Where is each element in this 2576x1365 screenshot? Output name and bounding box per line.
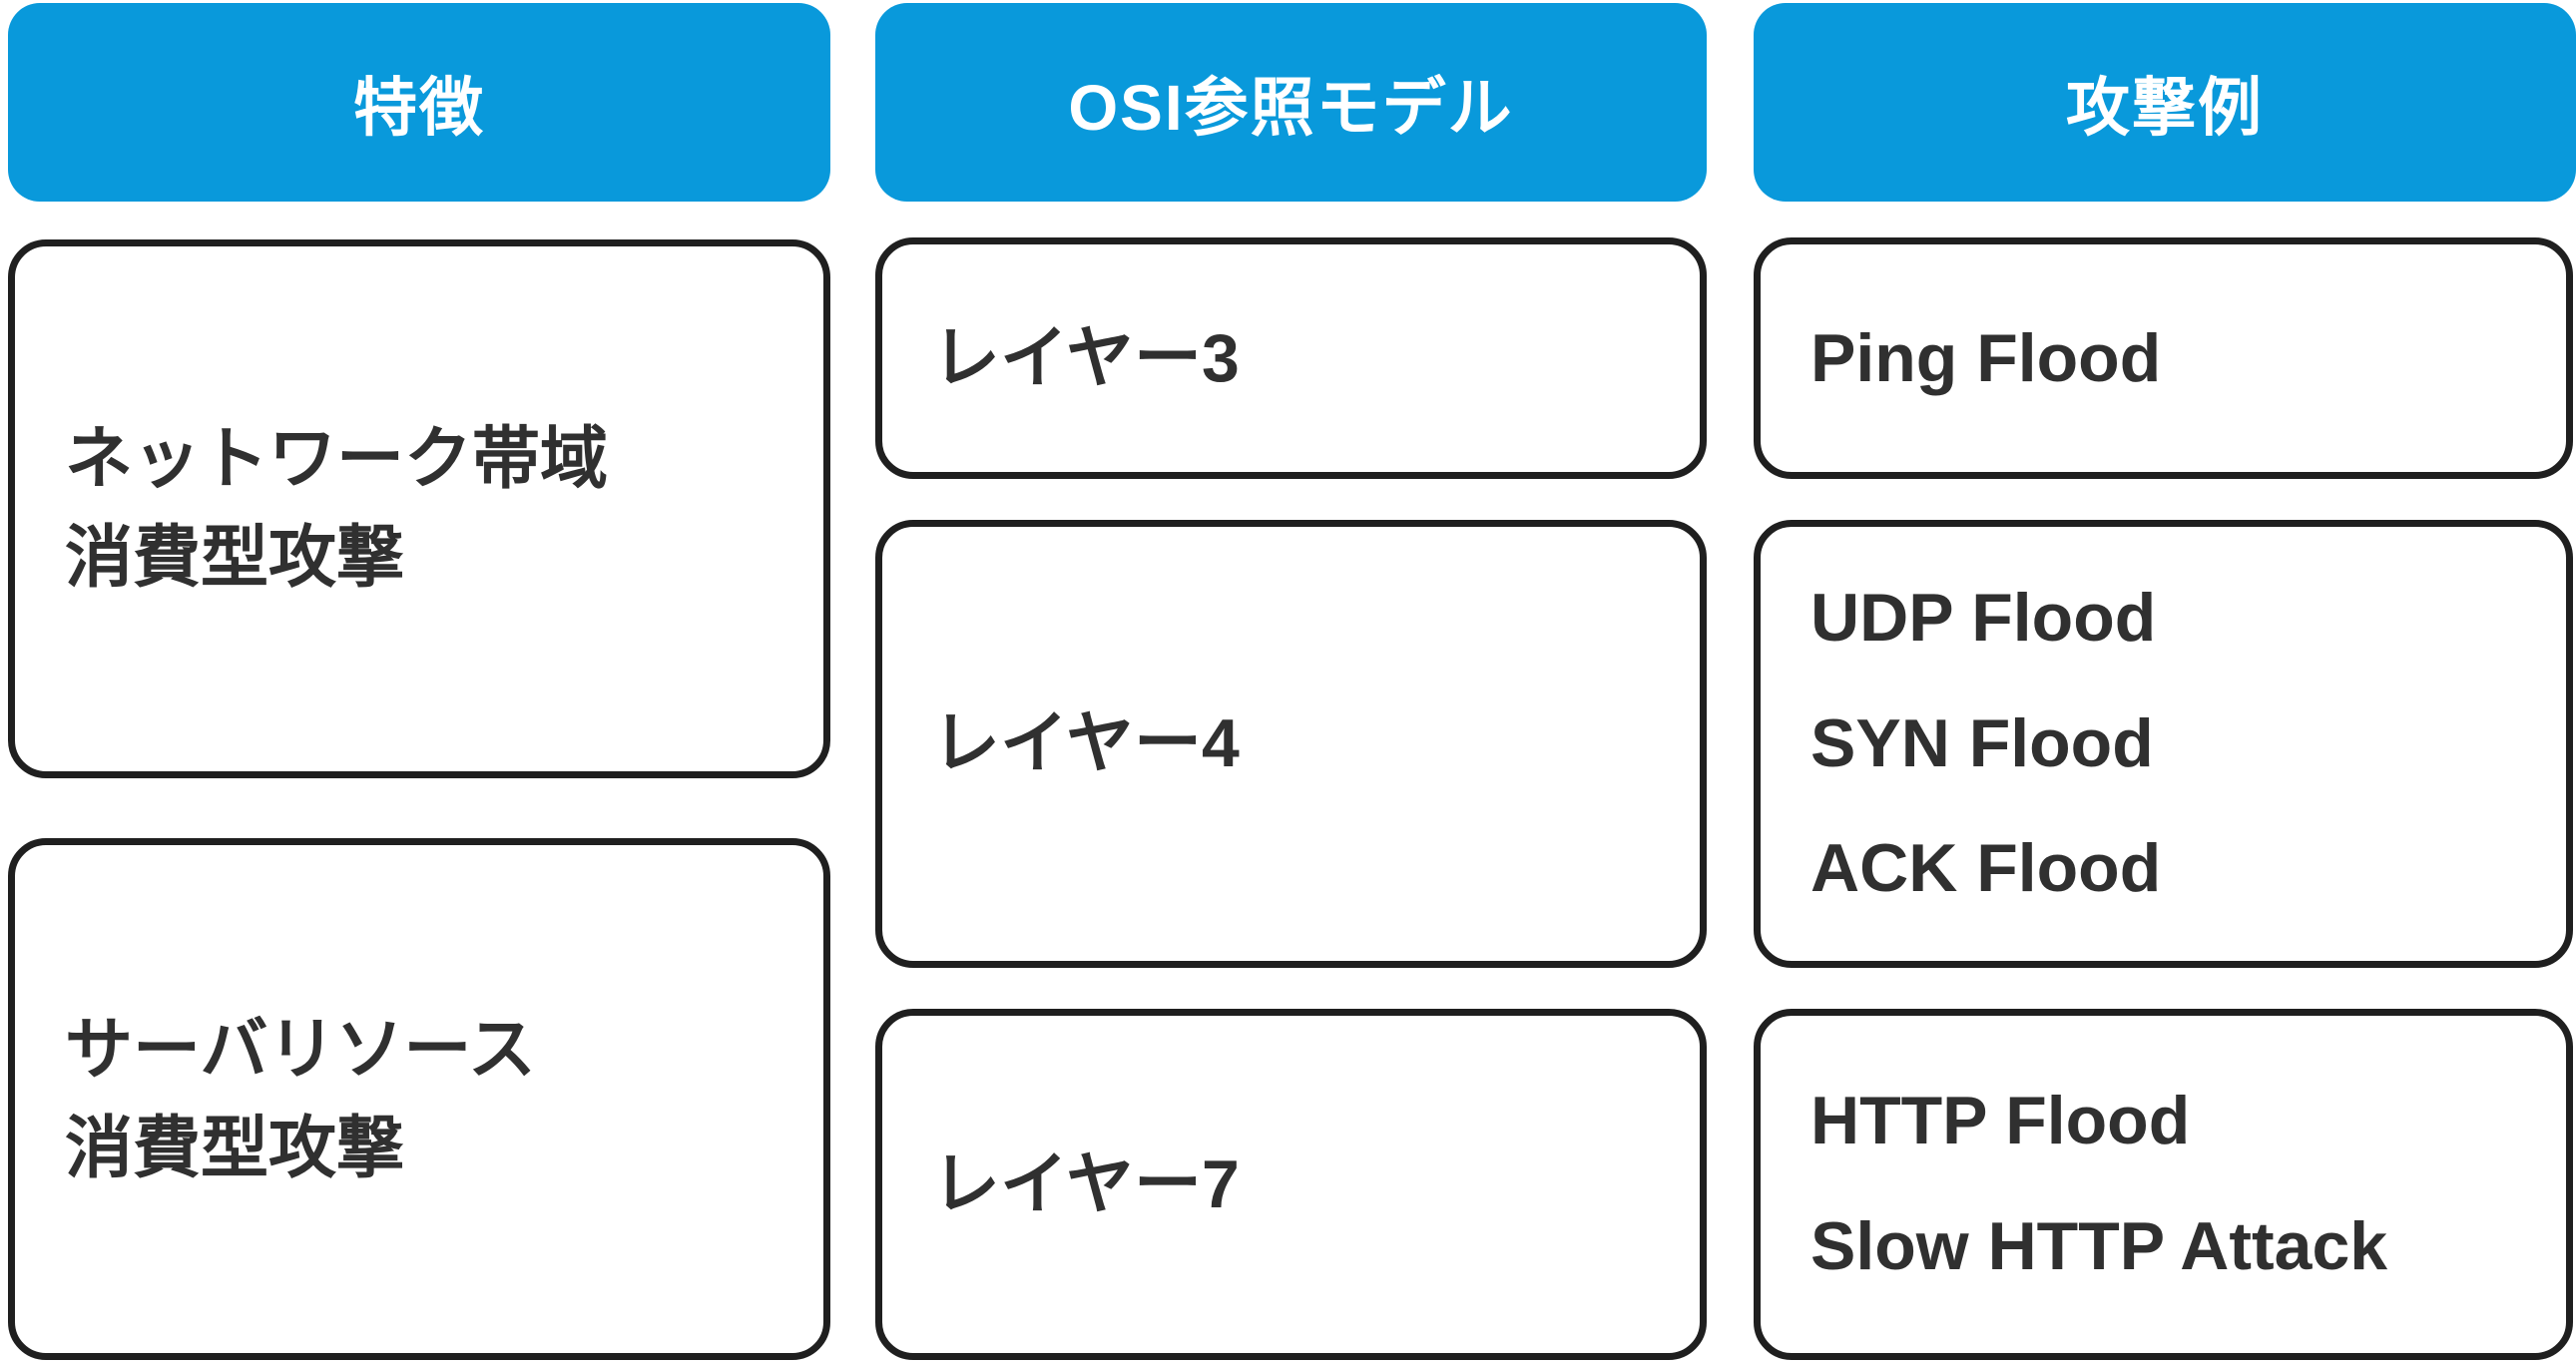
- cell-ping-flood: Ping Flood: [1754, 237, 2573, 479]
- cell-line: 消費型攻撃: [65, 520, 405, 596]
- cell-line: サーバリソース: [65, 1011, 536, 1088]
- cell-line: SYN Flood: [1810, 704, 2154, 781]
- cell-line: UDP Flood: [1810, 579, 2157, 656]
- cell-network-bandwidth-attack: ネットワーク帯域 消費型攻撃: [8, 239, 830, 778]
- cell-line: Slow HTTP Attack: [1810, 1208, 2388, 1284]
- cell-line: 消費型攻撃: [65, 1110, 405, 1186]
- cell-layer-4: レイヤー4: [875, 520, 1707, 968]
- column-header-osi-model: OSI参照モデル: [875, 3, 1707, 202]
- cell-line: レイヤー3: [932, 319, 1240, 396]
- cell-layer7-http-attacks: HTTP Flood Slow HTTP Attack: [1754, 1009, 2573, 1360]
- column-header-features: 特徴: [8, 3, 830, 202]
- cell-layer4-flood-attacks: UDP Flood SYN Flood ACK Flood: [1754, 520, 2573, 968]
- cell-line: レイヤー4: [932, 705, 1240, 782]
- cell-line: ACK Flood: [1810, 830, 2162, 907]
- cell-line: レイヤー7: [932, 1145, 1240, 1222]
- cell-line: HTTP Flood: [1810, 1083, 2191, 1159]
- cell-line: ネットワーク帯域: [65, 421, 609, 498]
- cell-server-resource-attack: サーバリソース 消費型攻撃: [8, 838, 830, 1360]
- cell-line: Ping Flood: [1810, 319, 2162, 396]
- column-header-attack-examples: 攻撃例: [1754, 3, 2576, 202]
- cell-layer-3: レイヤー3: [875, 237, 1707, 479]
- cell-layer-7: レイヤー7: [875, 1009, 1707, 1360]
